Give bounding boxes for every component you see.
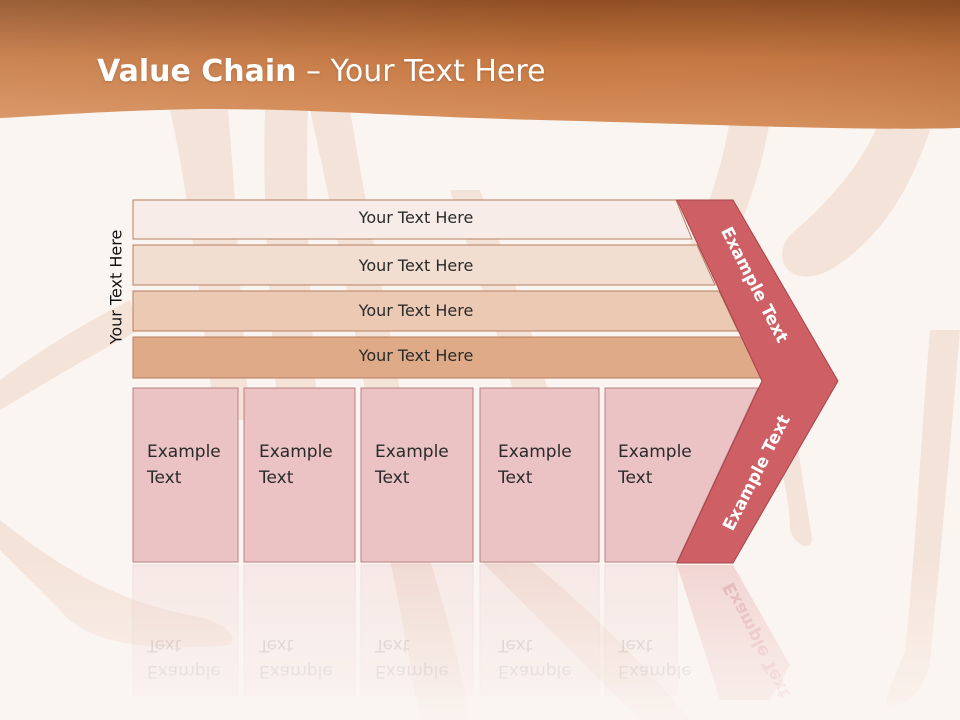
band-shape-1 [132, 199, 693, 240]
slide-title-rest: – Your Text Here [296, 54, 546, 89]
column-label-reflection-3: Example Text [375, 632, 449, 684]
reflection-line2: Text [618, 635, 653, 655]
column-label-5-line1: Example [618, 442, 692, 462]
vertical-label: Your Text Here [106, 229, 126, 345]
column-label-3-line1: Example [375, 442, 449, 462]
reflection-line1: Example [375, 661, 449, 681]
column-label-1-line1: Example [147, 442, 221, 462]
band-shape-2 [132, 244, 716, 286]
slide-title-bold: Value Chain [97, 54, 297, 89]
column-box-2 [243, 387, 356, 563]
band-label-3: Your Text Here [358, 301, 474, 320]
reflection-line1: Example [618, 661, 692, 681]
column-label-2-line2: Text [259, 468, 294, 488]
reflection-line2: Text [147, 635, 182, 655]
reflection-line1: Example [147, 661, 221, 681]
slide-title: Value Chain – Your Text Here [97, 54, 546, 89]
column-label-reflection-4: Example Text [498, 632, 572, 684]
column-label-reflection-5: Example Text [618, 632, 692, 684]
column-label-reflection-2: Example Text [259, 632, 333, 684]
band-label-1: Your Text Here [358, 208, 474, 227]
reflection-line2: Text [498, 635, 533, 655]
column-label-3-line2: Text [375, 468, 410, 488]
column-label-4: Example Text [498, 439, 572, 491]
column-label-3: Example Text [375, 439, 449, 491]
column-label-4-line1: Example [498, 442, 572, 462]
column-label-1-line2: Text [147, 468, 182, 488]
reflection-line2: Text [375, 635, 410, 655]
column-label-reflection-1: Example Text [147, 632, 221, 684]
band-label-2: Your Text Here [358, 256, 474, 275]
column-label-1: Example Text [147, 439, 221, 491]
column-label-2: Example Text [259, 439, 333, 491]
reflection-line1: Example [498, 661, 572, 681]
column-label-2-line1: Example [259, 442, 333, 462]
column-label-4-line2: Text [498, 468, 533, 488]
column-label-5: Example Text [618, 439, 692, 491]
column-box-4 [479, 387, 600, 563]
reflection-line2: Text [259, 635, 294, 655]
reflection-line1: Example [259, 661, 333, 681]
band-label-4: Your Text Here [358, 346, 474, 365]
column-label-5-line2: Text [618, 468, 653, 488]
